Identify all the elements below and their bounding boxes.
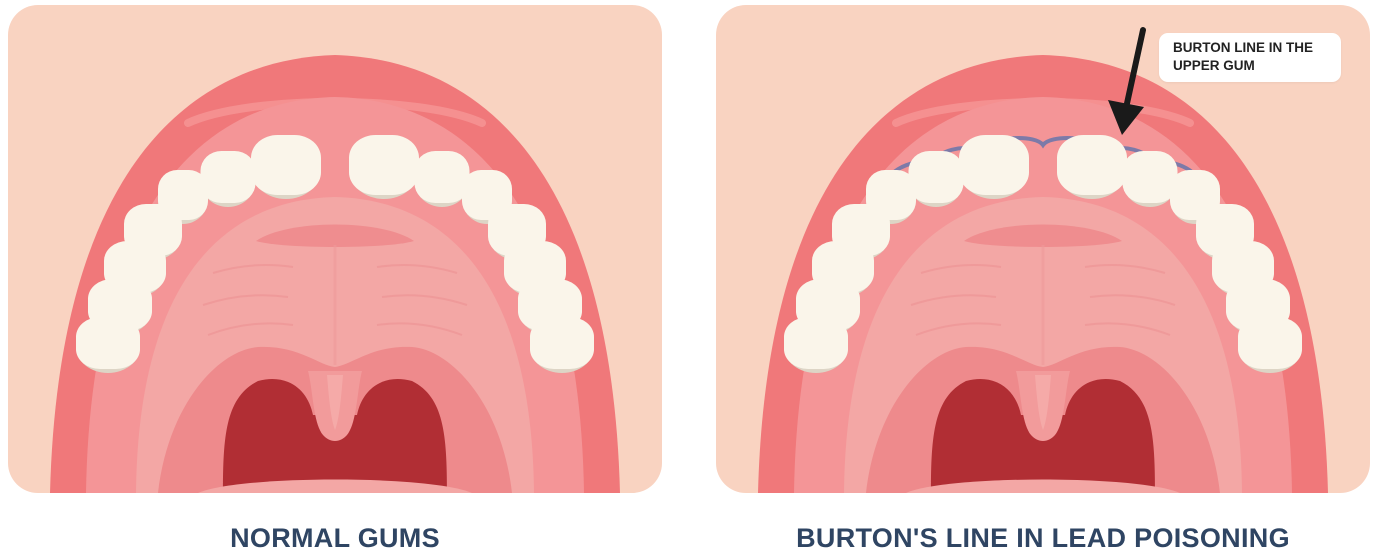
tooth bbox=[959, 135, 1029, 195]
tooth bbox=[784, 317, 848, 369]
tooth bbox=[415, 151, 470, 203]
tooth bbox=[76, 317, 140, 369]
tooth bbox=[201, 151, 256, 203]
callout-label: BURTON LINE IN THE UPPER GUM bbox=[1173, 39, 1341, 75]
tooth bbox=[1057, 135, 1127, 195]
normal-gums-caption: NORMAL GUMS bbox=[8, 520, 662, 556]
tooth bbox=[530, 317, 594, 369]
normal-mouth-illustration bbox=[8, 5, 662, 493]
tooth bbox=[349, 135, 419, 195]
tooth bbox=[1238, 317, 1302, 369]
burton-line-callout: BURTON LINE IN THE UPPER GUM bbox=[1159, 33, 1341, 82]
tooth bbox=[1123, 151, 1178, 203]
tooth bbox=[251, 135, 321, 195]
burton-line-caption: BURTON'S LINE IN LEAD POISONING bbox=[716, 520, 1370, 556]
tooth bbox=[909, 151, 964, 203]
normal-gums-panel bbox=[8, 5, 662, 493]
